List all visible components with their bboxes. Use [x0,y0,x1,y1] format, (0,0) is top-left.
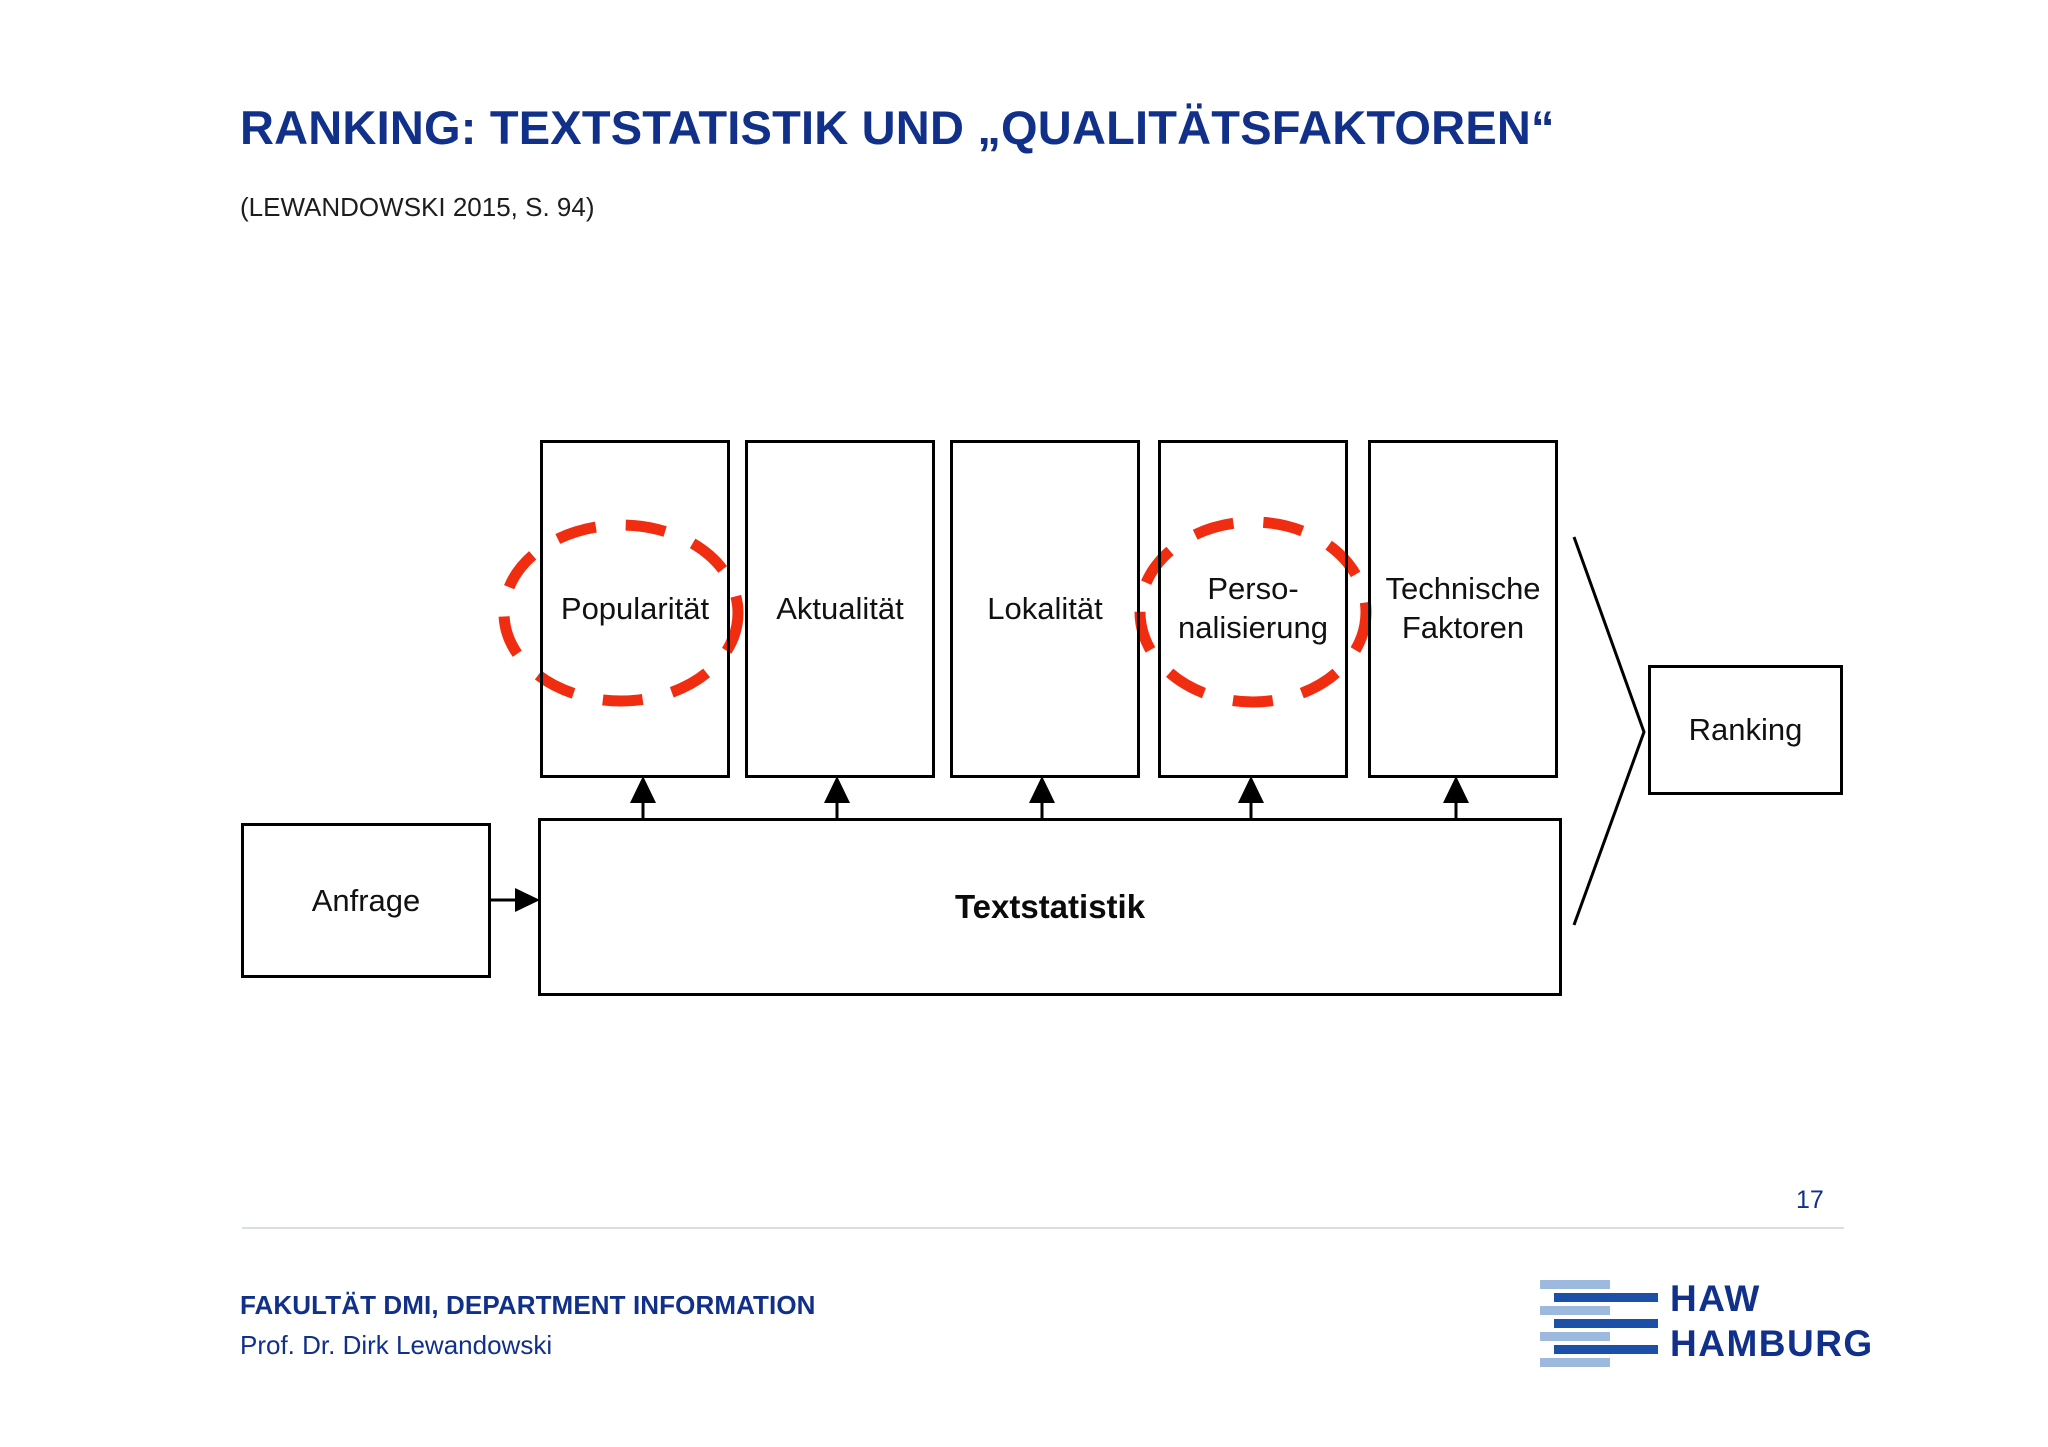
factor-label-line2: nalisierung [1178,610,1328,645]
footer-person: Prof. Dr. Dirk Lewandowski [240,1330,553,1360]
footer-organisation: FAKULTÄT DMI, DEPARTMENT INFORMATION [240,1290,816,1320]
factor-box-popularitaet[interactable]: Popularität [540,440,730,778]
factor-box-technische-faktoren[interactable]: Technische Faktoren [1368,440,1558,778]
haw-logo-bars-icon [1540,1278,1658,1368]
process-box-textstatistik[interactable]: Textstatistik [538,818,1562,996]
footer-divider [242,1227,1844,1229]
factor-label: Popularität [560,590,710,626]
factor-label-line1: Technische [1385,571,1541,607]
arrow-up-heads [630,776,1469,803]
input-box-anfrage[interactable]: Anfrage [241,823,491,978]
factor-label: Perso- nalisierung [1161,570,1345,648]
output-box-ranking[interactable]: Ranking [1648,665,1843,795]
process-box-label: Textstatistik [954,888,1146,925]
factor-label-line1: Perso- [1207,571,1299,607]
haw-hamburg-logo: HAW HAMBURG [1540,1278,1872,1368]
factor-label: Technische Faktoren [1371,570,1555,648]
factor-label: Lokalität [987,590,1103,626]
input-box-label: Anfrage [311,882,421,918]
haw-logo-wordmark: HAW HAMBURG [1670,1276,1874,1366]
arrow-anfrage-to-textstatistik [489,888,540,912]
page-title: RANKING: TEXTSTATISTIK UND „QUALITÄTSFAK… [240,101,1555,154]
page-number: 17 [1796,1186,1824,1214]
factor-box-aktualitaet[interactable]: Aktualität [745,440,935,778]
haw-logo-line1: HAW [1670,1278,1761,1319]
arrow-up-group [641,786,1458,818]
factor-label-line2: Faktoren [1401,610,1525,645]
output-box-label: Ranking [1688,712,1803,747]
output-chevron [1572,536,1646,926]
factor-box-lokalitaet[interactable]: Lokalität [950,440,1140,778]
factor-box-personalisierung[interactable]: Perso- nalisierung [1158,440,1348,778]
factor-label: Aktualität [776,590,904,626]
page-subtitle-citation: (LEWANDOWSKI 2015, S. 94) [240,192,595,222]
haw-logo-line2: HAMBURG [1670,1323,1874,1365]
